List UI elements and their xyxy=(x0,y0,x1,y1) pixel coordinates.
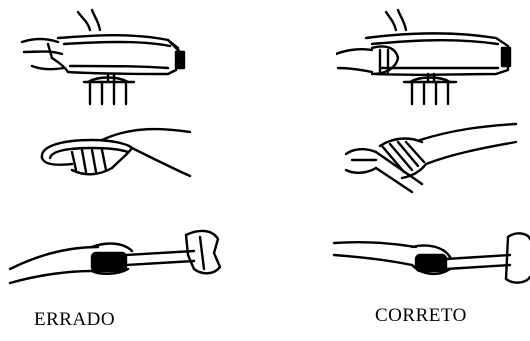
wrong-pliers-grip-illustration xyxy=(18,8,193,108)
wrong-label: ERRADO xyxy=(34,309,115,331)
right-pliers-grip-illustration xyxy=(336,8,516,108)
hand-holding-pliers-at-jaws-icon xyxy=(18,8,193,108)
wrong-hammer-grip-illustration xyxy=(8,225,223,295)
hand-holding-pliers-by-handles-icon xyxy=(336,8,516,108)
right-pliers-handle-illustration xyxy=(342,118,518,198)
hand-holding-hammer-at-handle-end-icon xyxy=(332,225,530,293)
correct-label: CORRETO xyxy=(375,305,467,327)
hand-choking-up-on-hammer-icon xyxy=(8,225,223,295)
hand-gripping-pliers-handles-icon xyxy=(342,118,518,198)
wrong-pliers-tip-illustration xyxy=(32,118,192,188)
hand-gripping-pliers-tips-icon xyxy=(32,118,192,188)
right-hammer-grip-illustration xyxy=(332,225,530,293)
